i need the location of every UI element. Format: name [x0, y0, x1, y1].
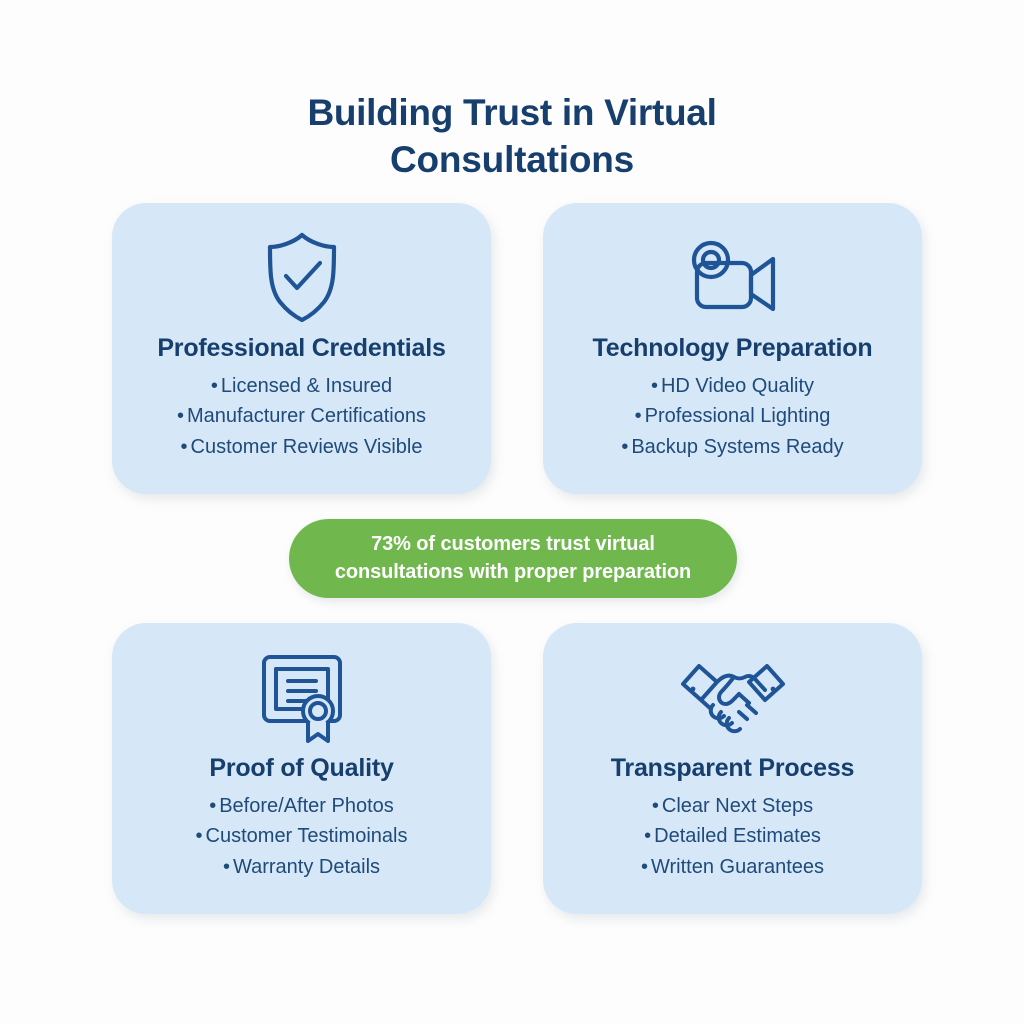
bullet-glyph: • [209, 795, 220, 817]
stat-badge-line-1: 73% of customers trust virtual [371, 533, 655, 556]
card-bullet-list: •Before/After Photos •Customer Testimoin… [196, 791, 408, 882]
bullet-glyph: • [651, 795, 662, 817]
stat-badge-text: 73% of customers trust virtual consultat… [321, 531, 705, 585]
stat-badge: 73% of customers trust virtual consultat… [289, 519, 737, 598]
bullet-glyph: • [210, 375, 221, 397]
certificate-award-icon [256, 649, 348, 745]
page-title-line-1: Building Trust in Virtual [307, 91, 717, 133]
card-heading: Professional Credentials [157, 334, 446, 362]
list-item: •Warranty Details [196, 852, 408, 882]
bullet-glyph: • [180, 435, 191, 458]
bullet-glyph: • [644, 825, 655, 848]
bullet-glyph: • [222, 855, 233, 878]
bullet-glyph: • [177, 405, 188, 428]
list-item-label: Before/After Photos [219, 795, 394, 817]
bullet-glyph: • [621, 435, 632, 458]
card-technology-preparation: Technology Preparation •HD Video Quality… [543, 203, 922, 494]
bullet-glyph: • [195, 825, 206, 848]
card-heading: Proof of Quality [209, 754, 394, 782]
list-item-label: Backup Systems Ready [631, 435, 844, 458]
card-transparent-process: Transparent Process •Clear Next Steps •D… [543, 623, 922, 914]
card-heading: Technology Preparation [592, 334, 873, 362]
card-bullet-list: •Clear Next Steps •Detailed Estimates •W… [641, 791, 824, 882]
list-item: •Licensed & Insured [177, 371, 426, 401]
list-item-label: Customer Testimoinals [205, 825, 408, 848]
bullet-glyph: • [650, 375, 661, 397]
list-item: •Professional Lighting [621, 401, 843, 431]
list-item-label: Licensed & Insured [220, 375, 393, 397]
bullet-glyph: • [640, 855, 651, 878]
list-item-label: Warranty Details [232, 855, 381, 878]
card-bullet-list: •Licensed & Insured •Manufacturer Certif… [177, 371, 426, 462]
list-item: •HD Video Quality [621, 371, 843, 401]
list-item-label: Customer Reviews Visible [190, 435, 423, 458]
list-item: •Customer Testimoinals [196, 821, 408, 851]
card-professional-credentials: Professional Credentials •Licensed & Ins… [112, 203, 491, 494]
page-title-line-2: Consultations [389, 139, 635, 181]
list-item-label: Clear Next Steps [661, 795, 814, 817]
list-item: •Detailed Estimates [641, 821, 824, 851]
bullet-glyph: • [634, 405, 645, 428]
list-item-label: Detailed Estimates [654, 825, 821, 848]
list-item: •Clear Next Steps [641, 791, 824, 821]
list-item: •Customer Reviews Visible [177, 432, 426, 462]
card-bullet-list: •HD Video Quality •Professional Lighting… [621, 371, 843, 462]
page-title: Building Trust in Virtual Consultations [0, 89, 1024, 184]
list-item-label: Professional Lighting [644, 405, 831, 428]
list-item: •Written Guarantees [641, 852, 824, 882]
card-heading: Transparent Process [610, 754, 855, 782]
shield-check-icon [263, 229, 341, 325]
list-item: •Backup Systems Ready [621, 432, 843, 462]
video-camera-icon [683, 229, 783, 325]
list-item-label: HD Video Quality [660, 375, 815, 397]
handshake-icon [677, 649, 789, 745]
list-item: •Manufacturer Certifications [177, 401, 426, 431]
stat-badge-line-2: consultations with proper preparation [334, 560, 692, 583]
card-proof-of-quality: Proof of Quality •Before/After Photos •C… [112, 623, 491, 914]
list-item-label: Written Guarantees [650, 855, 825, 878]
list-item: •Before/After Photos [196, 791, 408, 821]
list-item-label: Manufacturer Certifications [187, 405, 426, 428]
